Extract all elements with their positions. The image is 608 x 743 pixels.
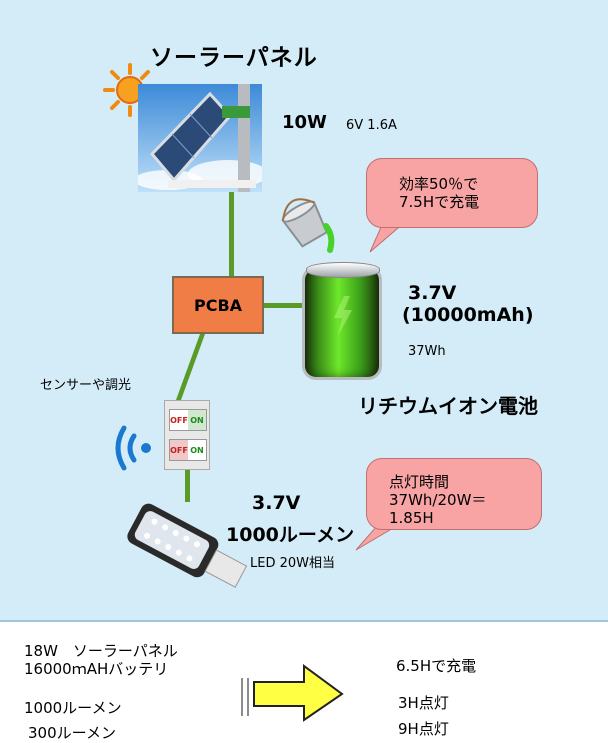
solar-spec: 6V 1.6A <box>346 118 397 133</box>
lighting-line2: 37Wh/20W＝1.85H <box>389 491 487 527</box>
lamp-lumen: 1000ルーメン <box>226 524 355 546</box>
light-time-low: 9H点灯 <box>398 720 449 738</box>
lighting-line1: 点灯時間 <box>389 473 450 491</box>
spec-line2: 16000ｍAHバッテリ <box>24 660 169 678</box>
battery-bolt-icon <box>334 296 352 336</box>
arrow-icon <box>241 664 344 722</box>
wire-switch-lamp <box>185 468 190 502</box>
pcba-box: PCBA <box>172 276 264 334</box>
switch-panel: OFF ON OFF ON <box>164 400 210 470</box>
switch-row-1[interactable]: OFF ON <box>169 409 207 431</box>
charge-time: 6.5Hで充電 <box>396 657 477 675</box>
switch-on-label: ON <box>188 410 206 430</box>
solar-panel-image <box>138 84 262 192</box>
efficiency-line2: 7.5Hで充電 <box>399 193 480 211</box>
solar-panel-title: ソーラーパネル <box>150 45 318 71</box>
battery-label: リチウムイオン電池 <box>358 394 538 418</box>
lamp-voltage: 3.7V <box>252 492 301 514</box>
solar-power: 10W <box>282 112 327 133</box>
wire-solar-pcba <box>229 192 234 278</box>
lumen-low: 300ルーメン <box>28 724 117 742</box>
switch-on-label: ON <box>190 445 204 455</box>
switch-off-label: OFF <box>170 415 188 425</box>
wireless-signal-icon <box>115 425 151 471</box>
battery-terminal <box>306 262 380 278</box>
switch-row-2[interactable]: OFF ON <box>169 439 207 461</box>
lumen-high: 1000ルーメン <box>24 699 122 717</box>
battery-wh: 37Wh <box>408 344 446 359</box>
sensor-label: センサーや調光 <box>40 378 132 393</box>
lamp-equivalent: LED 20W相当 <box>250 556 335 571</box>
lighting-callout: 点灯時間 37Wh/20W＝1.85H <box>366 458 542 530</box>
switch-off-label: OFF <box>170 440 188 460</box>
street-lamp-image <box>127 503 248 588</box>
pouring-bucket-icon <box>281 198 335 253</box>
spec-line1: 18W ソーラーパネル <box>24 642 178 660</box>
wire-pcba-battery <box>262 303 304 308</box>
efficiency-line1: 効率50％で <box>399 175 479 193</box>
battery-voltage: 3.7V <box>408 282 457 304</box>
light-time-high: 3H点灯 <box>398 694 449 712</box>
battery-capacity: (10000mAh) <box>402 304 534 326</box>
efficiency-callout: 効率50％で 7.5Hで充電 <box>366 158 538 228</box>
